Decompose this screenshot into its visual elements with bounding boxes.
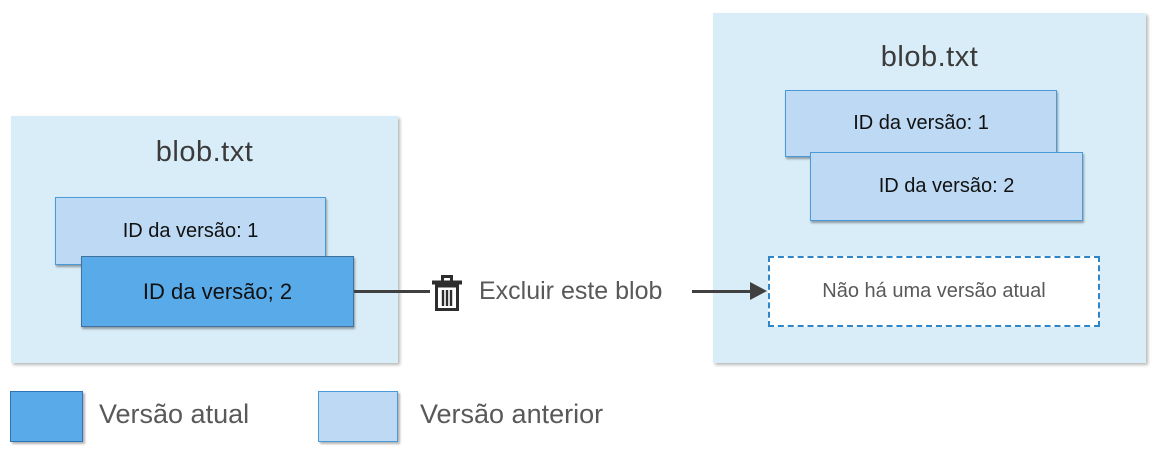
version-label: ID da versão; 2 — [142, 278, 293, 304]
no-current-version-box: Não há uma versão atual — [768, 256, 1100, 327]
version-label: ID da versão: 2 — [878, 175, 1015, 197]
version-box-previous-1: ID da versão: 1 — [55, 197, 326, 265]
blob-title: blob.txt — [155, 136, 254, 168]
arrow-line — [692, 290, 752, 293]
version-box-previous-1: ID da versão: 1 — [785, 90, 1057, 157]
no-current-version-label: Não há uma versão atual — [822, 280, 1046, 302]
version-label: ID da versão: 1 — [122, 219, 259, 242]
connector-line — [354, 290, 430, 293]
version-box-current: ID da versão; 2 — [81, 256, 354, 327]
arrowhead-icon — [750, 282, 767, 300]
blob-title: blob.txt — [880, 41, 979, 73]
legend-swatch-current-version — [10, 391, 83, 442]
blob-before-container: blob.txt ID da versão: 1 ID da versão; 2 — [11, 116, 398, 363]
version-label: ID da versão: 1 — [853, 112, 989, 134]
blob-after-container: blob.txt ID da versão: 1 ID da versão: 2… — [713, 13, 1146, 363]
legend-label-previous: Versão anterior — [420, 399, 604, 429]
legend-label-current: Versão atual — [99, 399, 250, 429]
legend-swatch-previous-version — [318, 391, 398, 442]
version-box-previous-2: ID da versão: 2 — [810, 152, 1083, 221]
action-label: Excluir este blob — [479, 277, 663, 305]
trash-icon — [431, 275, 463, 312]
